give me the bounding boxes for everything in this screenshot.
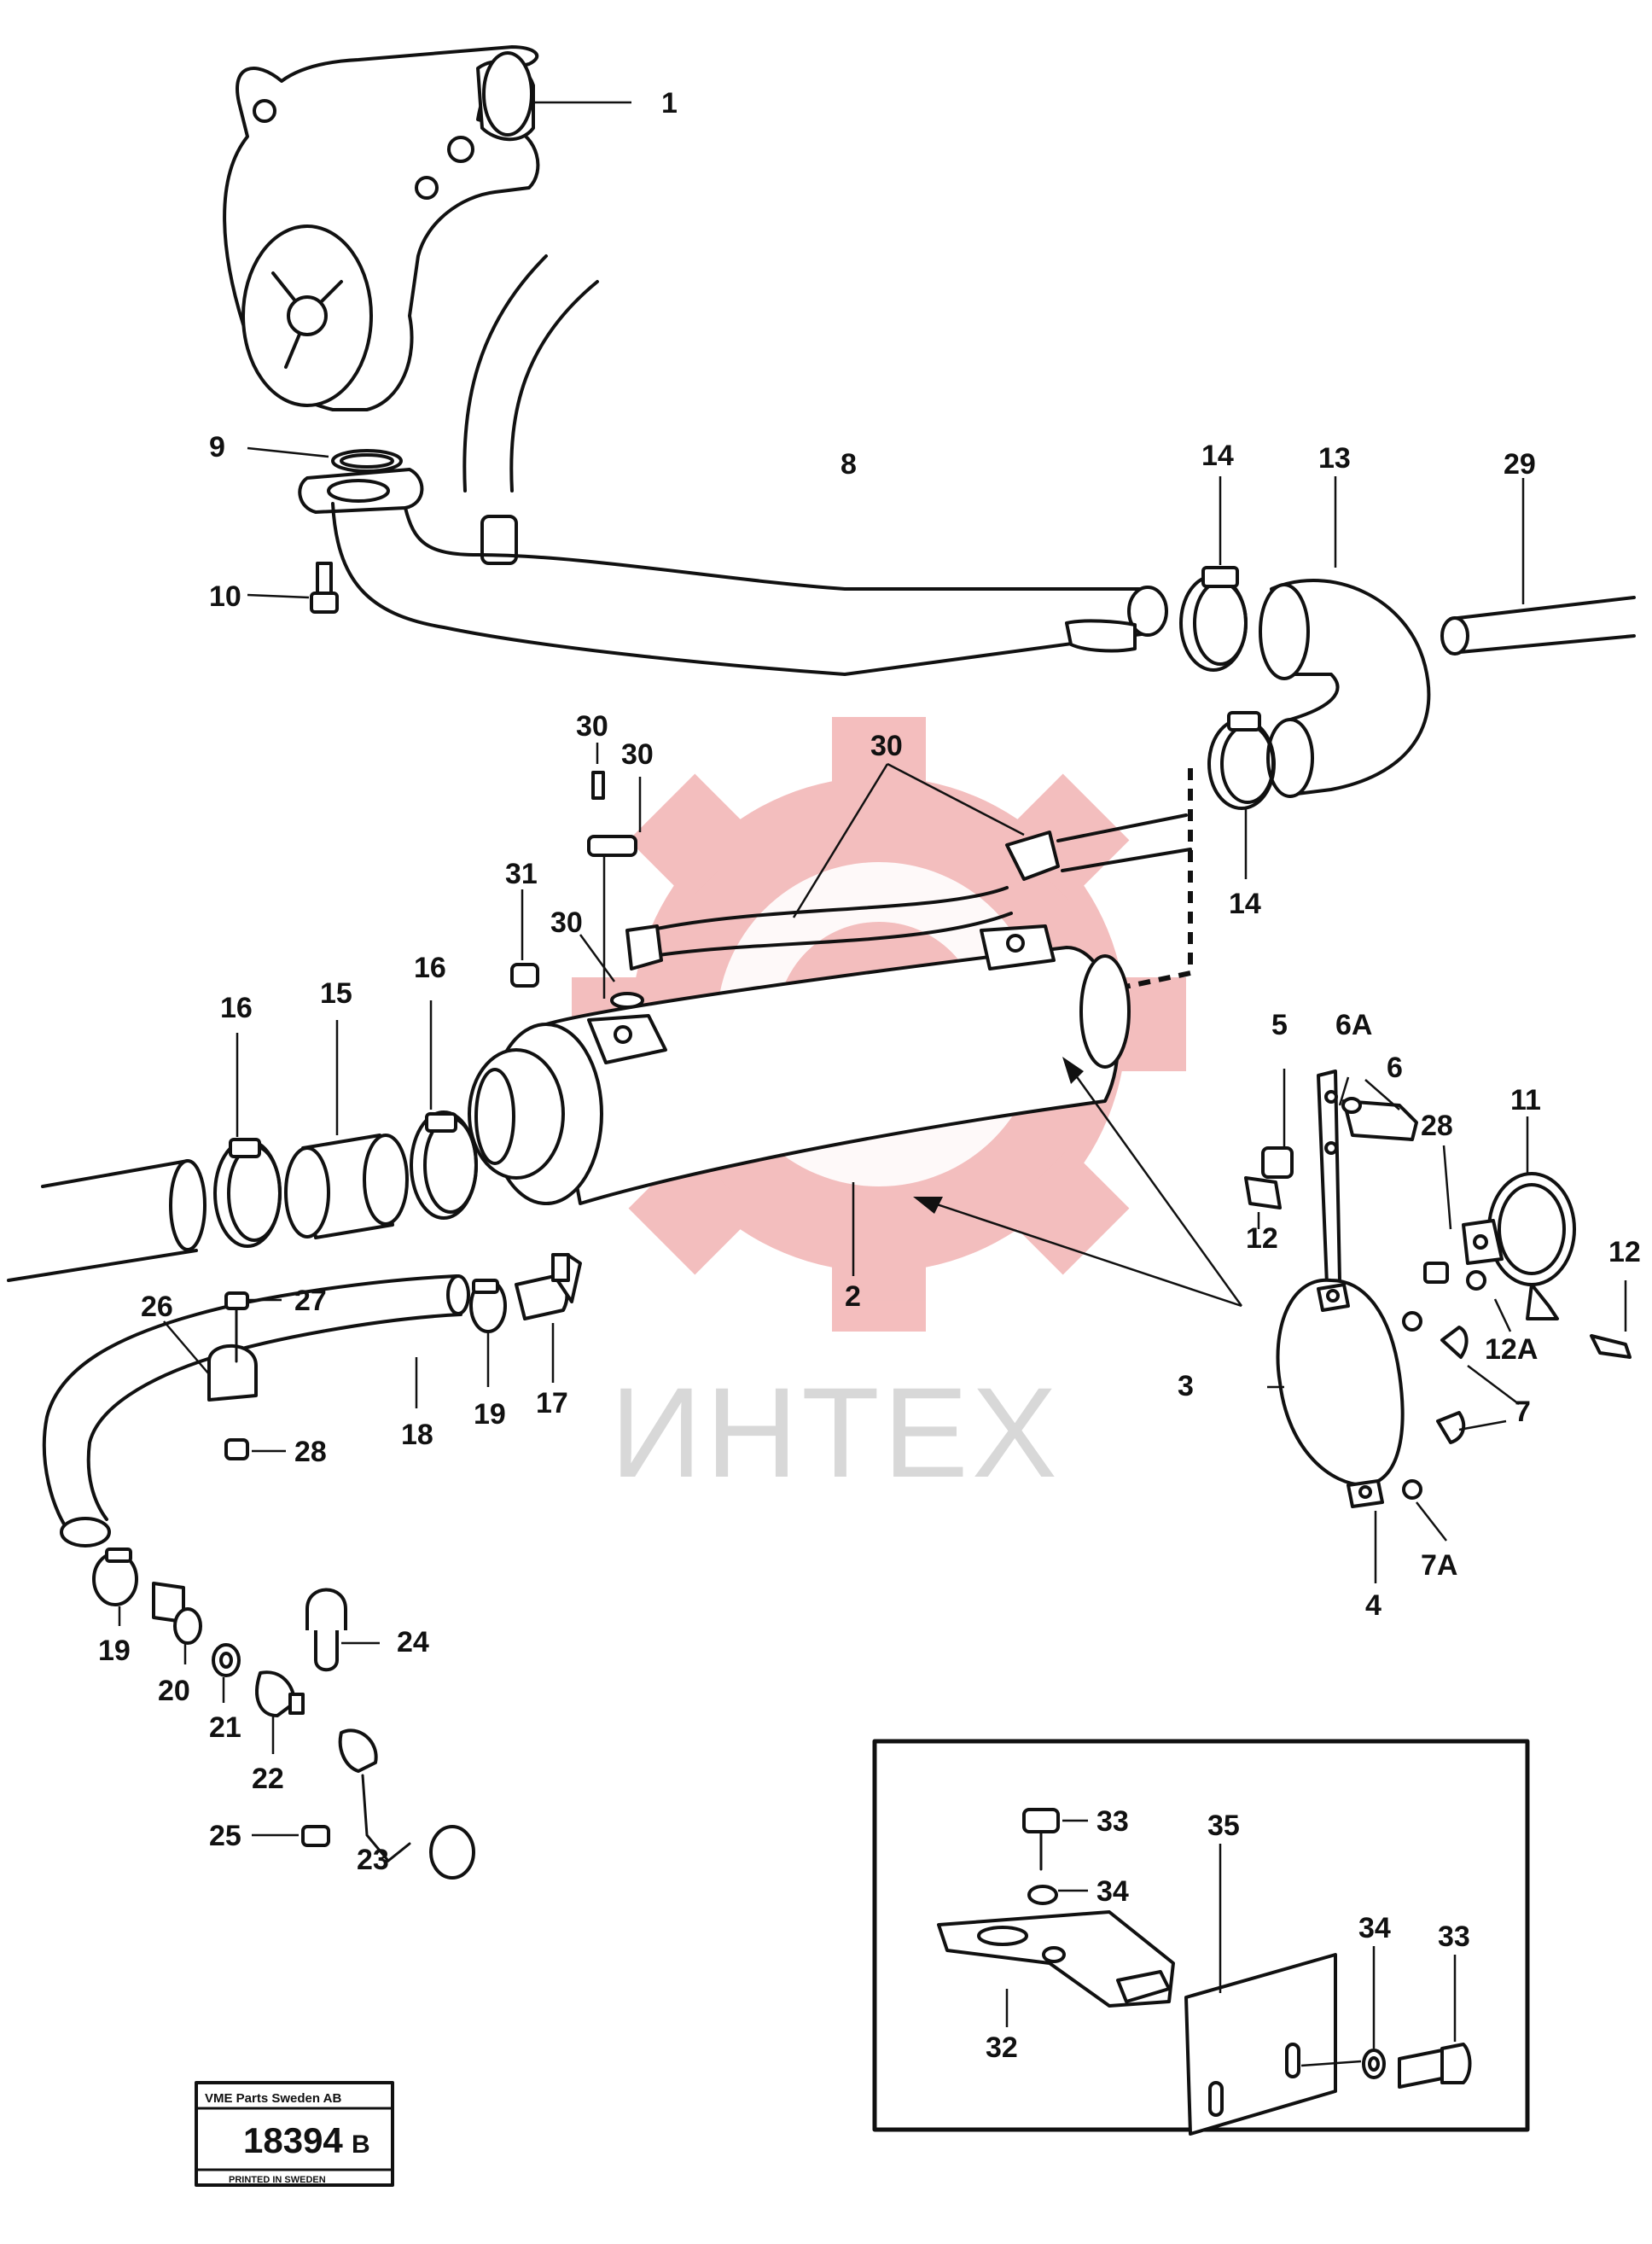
callout-29: 29 — [1504, 448, 1536, 481]
callout-30-b: 30 — [621, 738, 654, 771]
callout-labels: 1 9 10 8 14 13 29 30 30 30 30 14 31 16 1… — [98, 87, 1641, 2064]
callout-14-lower: 14 — [1229, 888, 1261, 920]
callout-19-upper: 19 — [474, 1398, 506, 1431]
clamp-bracket-assembly — [1244, 1070, 1469, 1508]
assembly-arrows — [913, 1057, 1243, 1308]
stamp-drawing-number: 18394 — [243, 2120, 343, 2160]
callout-12a: 12A — [1485, 1333, 1538, 1366]
callout-26: 26 — [141, 1291, 173, 1323]
hose-clamp-14-lower — [1207, 711, 1276, 810]
callout-16-left: 16 — [220, 992, 253, 1024]
callout-1: 1 — [661, 87, 678, 119]
callout-6: 6 — [1387, 1052, 1403, 1084]
callout-7a: 7A — [1421, 1549, 1457, 1582]
stamp-footer: PRINTED IN SWEDEN — [229, 2175, 326, 2185]
callout-28-right: 28 — [1421, 1110, 1453, 1142]
stamp-company: VME Parts Sweden AB — [205, 2091, 341, 2106]
callout-35: 35 — [1207, 1810, 1240, 1842]
callout-9: 9 — [209, 431, 225, 463]
callout-3: 3 — [1178, 1370, 1194, 1402]
callout-7: 7 — [1515, 1396, 1531, 1428]
sleeve-15 — [284, 1134, 409, 1239]
drawing-stamp: VME Parts Sweden AB 18394 B PRINTED IN S… — [195, 2081, 394, 2187]
callout-2: 2 — [845, 1280, 861, 1313]
callout-33-right: 33 — [1438, 1921, 1470, 1953]
exhaust-pipe-8 — [331, 502, 1168, 676]
callout-24: 24 — [397, 1626, 429, 1658]
callout-12-left: 12 — [1246, 1222, 1278, 1255]
callout-6a: 6A — [1335, 1009, 1372, 1041]
vent-hose-30 — [587, 771, 1192, 1009]
callout-12-right: 12 — [1608, 1236, 1641, 1268]
callout-22: 22 — [252, 1763, 284, 1795]
callout-34-upper: 34 — [1096, 1875, 1129, 1908]
callout-13: 13 — [1318, 442, 1351, 475]
callout-28-left: 28 — [294, 1436, 327, 1468]
callout-30-d: 30 — [550, 906, 583, 939]
callout-25: 25 — [209, 1820, 241, 1852]
callout-4: 4 — [1365, 1589, 1382, 1622]
callout-18: 18 — [401, 1419, 433, 1451]
callout-10: 10 — [209, 580, 241, 613]
callout-30-c: 30 — [870, 730, 903, 762]
oil-hose-18 — [42, 1274, 470, 1547]
callout-19-lower: 19 — [98, 1635, 131, 1667]
callout-16-right: 16 — [414, 952, 446, 984]
callout-11: 11 — [1510, 1084, 1541, 1116]
elbow-hose-13 — [1259, 579, 1431, 798]
stamp-revision: B — [352, 2130, 370, 2159]
callout-14-upper: 14 — [1201, 440, 1234, 472]
callout-31: 31 — [505, 858, 538, 890]
callout-23: 23 — [357, 1844, 389, 1876]
callout-20: 20 — [158, 1675, 190, 1707]
hose-clamp-14-upper — [1179, 566, 1248, 672]
callout-15: 15 — [320, 977, 352, 1010]
callout-17: 17 — [536, 1387, 568, 1419]
banjo-fittings-20-25 — [152, 1582, 475, 1880]
inset-box — [872, 1739, 1530, 2136]
callout-34-right: 34 — [1358, 1912, 1391, 1944]
turbocharger-housing — [223, 45, 540, 411]
callout-32: 32 — [986, 2031, 1018, 2064]
callout-21: 21 — [209, 1711, 241, 1744]
watermark-text: ИНТЕХ — [610, 1361, 1061, 1504]
oil-cooler-2 — [468, 924, 1131, 1205]
clamp-11 — [1423, 1172, 1632, 1359]
callout-8: 8 — [841, 448, 857, 481]
callout-33-upper: 33 — [1096, 1805, 1129, 1838]
callout-5: 5 — [1271, 1009, 1288, 1041]
callout-27: 27 — [294, 1285, 327, 1317]
callout-30-a: 30 — [576, 710, 608, 743]
